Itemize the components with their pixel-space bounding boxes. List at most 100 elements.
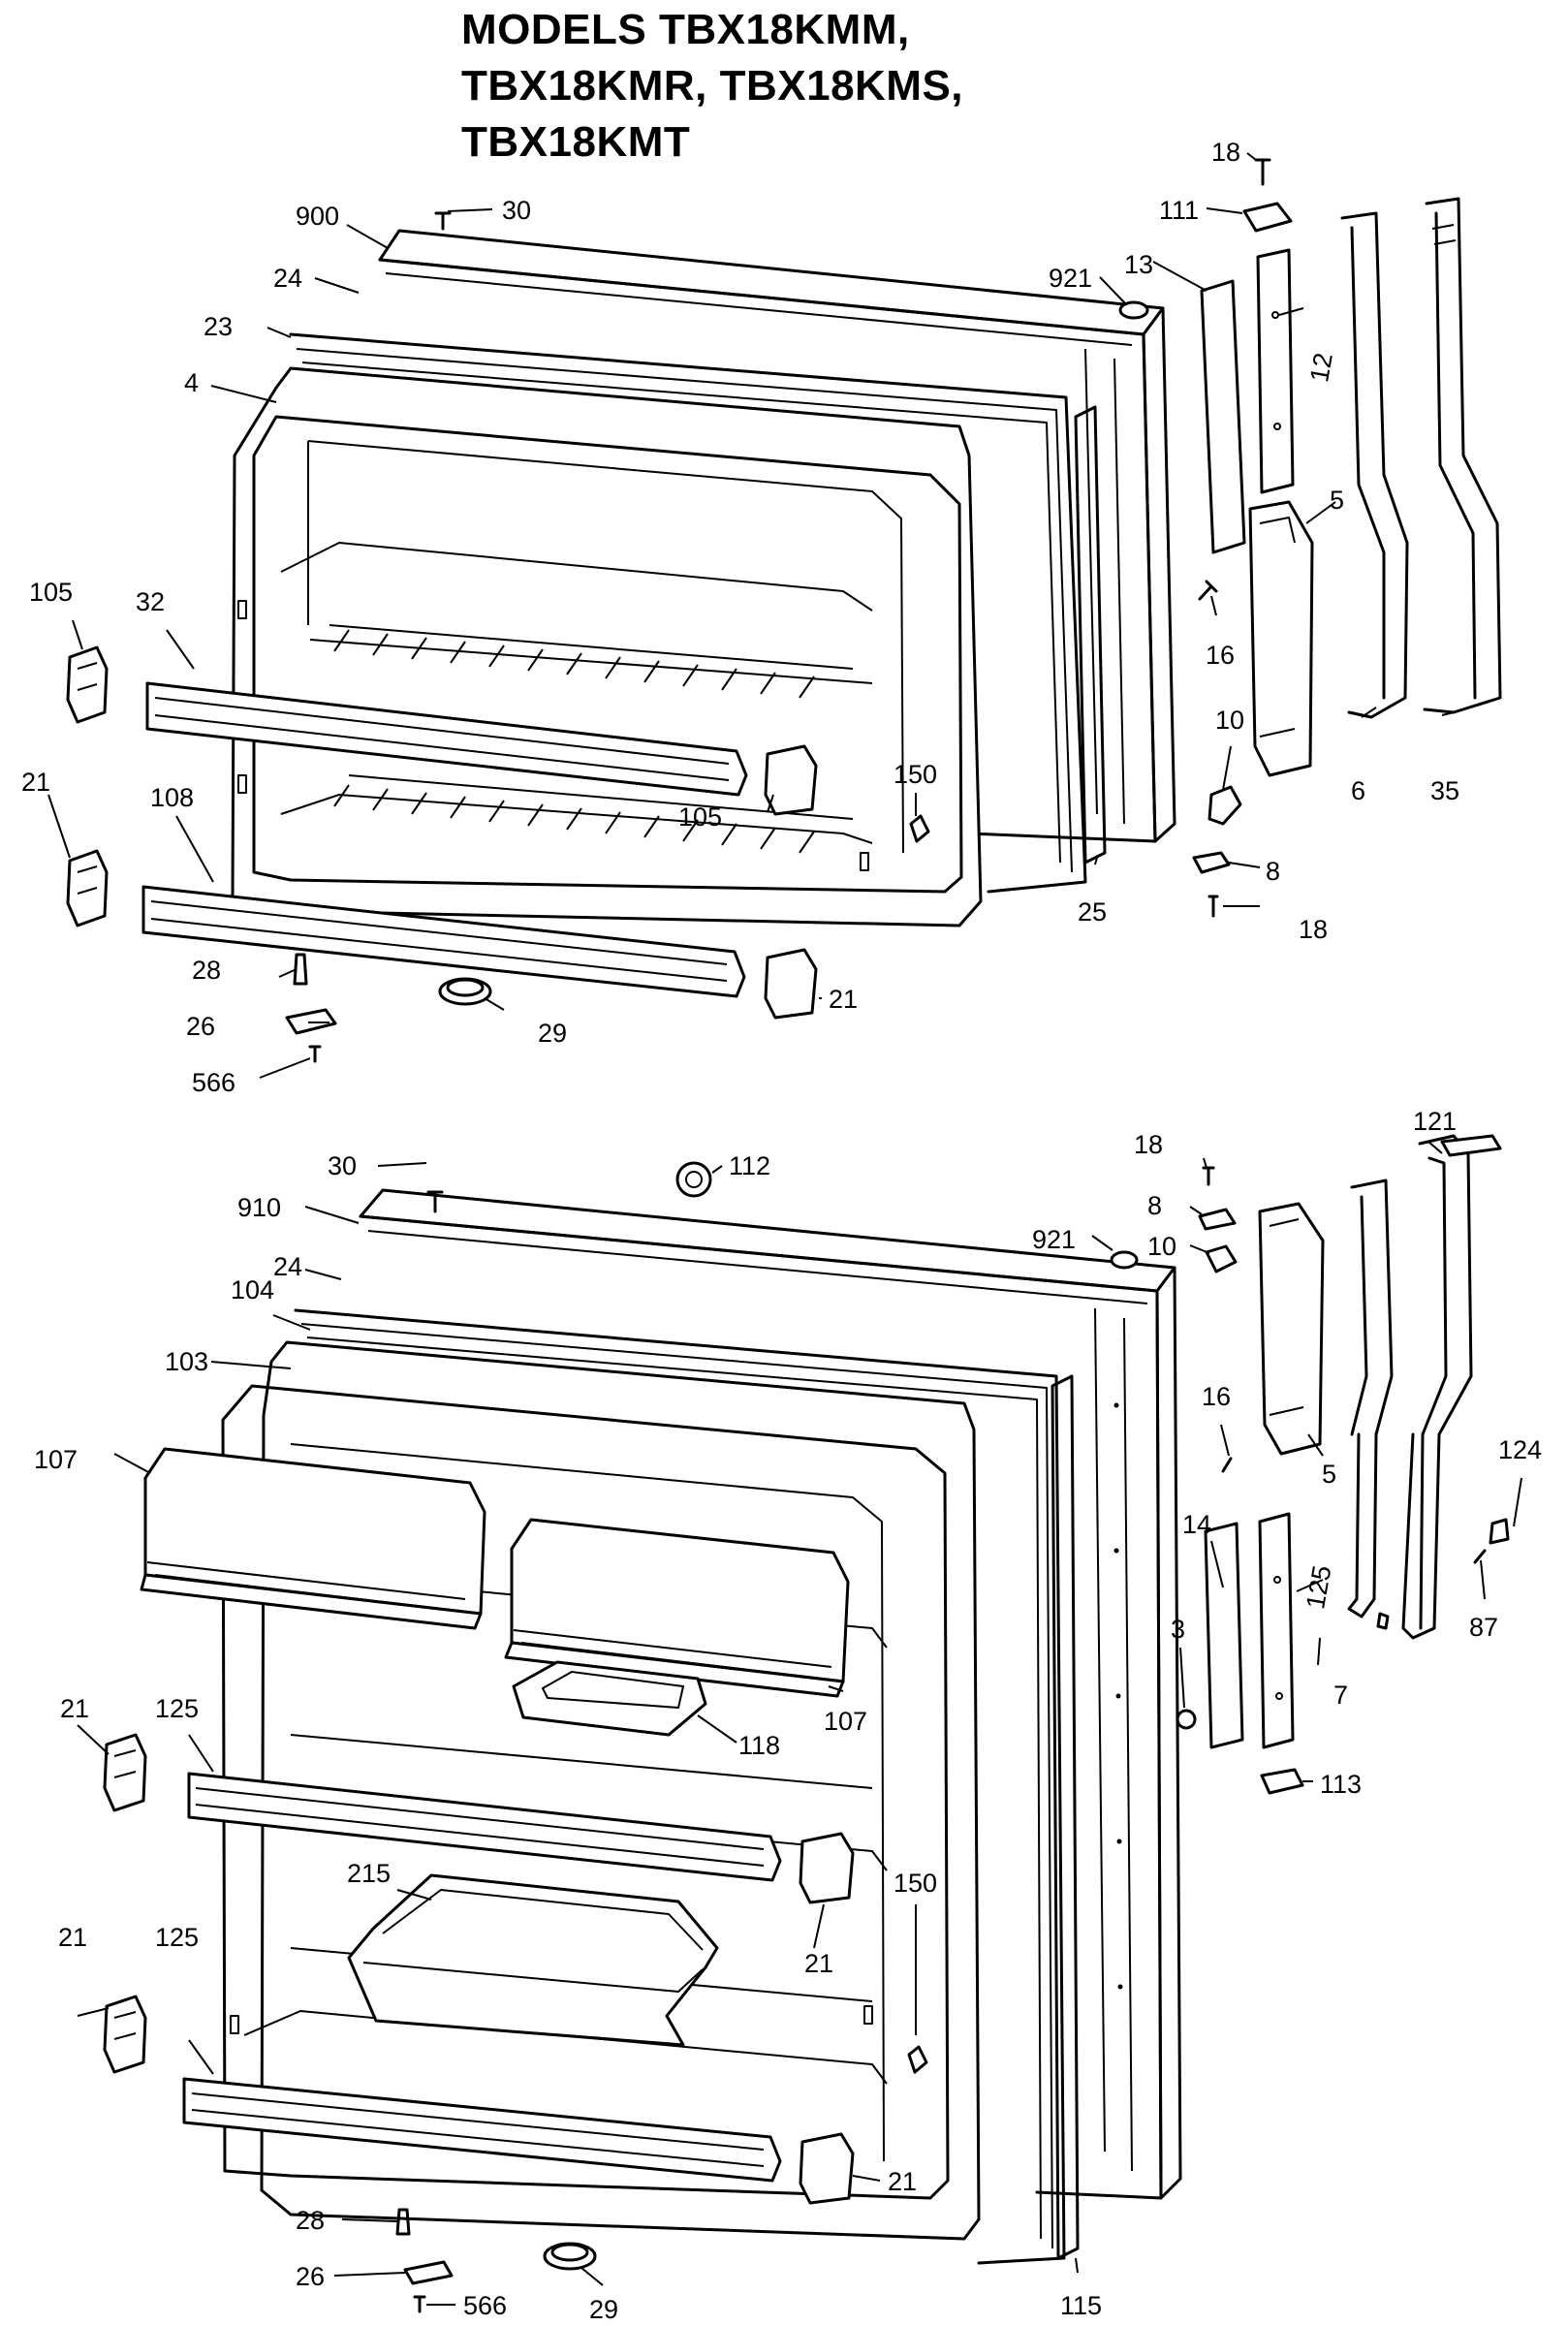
callout-number: 125 [155, 1923, 199, 1952]
callout-number: 21 [21, 768, 50, 797]
callout-number: 150 [894, 1869, 937, 1898]
callout-number: 13 [1124, 250, 1153, 279]
callout-number: 29 [538, 1019, 567, 1048]
callout-number: 23 [204, 312, 233, 341]
screw-icon [1221, 1457, 1233, 1473]
callout-number: 21 [888, 2167, 917, 2196]
callout-number: 921 [1049, 264, 1092, 293]
callout-number: 24 [273, 1252, 302, 1281]
callout-number: 108 [150, 783, 194, 812]
callout-number: 5 [1330, 486, 1344, 515]
callout-number: 566 [463, 2291, 507, 2320]
callout-number: 26 [186, 1012, 215, 1041]
screw-icon [434, 211, 452, 231]
callout-number: 87 [1469, 1613, 1498, 1642]
callout-number: 26 [296, 2262, 325, 2291]
callout-number: 125 [155, 1694, 199, 1723]
dairy-bin [347, 1873, 719, 2047]
fresh-food-outer-door-panel [359, 1188, 1182, 2200]
callout-number: 921 [1032, 1225, 1076, 1254]
callout-number: 30 [502, 196, 531, 225]
callout-number: 5 [1322, 1460, 1336, 1489]
fresh-food-door-gasket [294, 1308, 1066, 2265]
callout-number: 10 [1215, 706, 1244, 735]
freezer-shelf-bar-upper [145, 681, 748, 797]
callout-number: 107 [824, 1707, 867, 1736]
fresh-food-gasket-strip [1051, 1374, 1080, 2260]
callout-number: 112 [729, 1151, 770, 1180]
callout-number: 21 [829, 985, 858, 1014]
callout-number: 105 [29, 578, 73, 607]
callout-number: 7 [1333, 1681, 1348, 1710]
model-title-line-3: TBX18KMT [461, 118, 691, 166]
screw-icon [1254, 158, 1271, 186]
butter-compartment-right [504, 1518, 850, 1698]
screw-icon [413, 2295, 426, 2313]
fresh-food-shelf-retainers [103, 1733, 855, 2205]
callout-number: 107 [34, 1445, 78, 1474]
screw-icon [426, 1190, 444, 1213]
callout-number: 3 [1171, 1615, 1185, 1644]
fresh-food-shelf-bar-lower [182, 2077, 782, 2183]
callout-number: 28 [296, 2206, 325, 2235]
callout-number: 910 [237, 1193, 281, 1222]
callout-number: 35 [1430, 776, 1459, 805]
callout-number: 124 [1498, 1435, 1542, 1464]
callout-number: 150 [894, 760, 937, 789]
callout-number: 29 [589, 2295, 618, 2324]
callout-number: 104 [231, 1275, 274, 1304]
screw-icon [1198, 580, 1218, 601]
callout-number: 125 [1301, 1563, 1336, 1612]
callout-number: 8 [1266, 857, 1280, 886]
egg-tray [512, 1660, 707, 1737]
callout-number: 215 [347, 1859, 391, 1888]
callout-number: 105 [678, 802, 722, 832]
hinge-cap-icon [1242, 202, 1293, 233]
fresh-food-hinge-hardware [1204, 1134, 1502, 1749]
callout-number: 18 [1299, 915, 1328, 944]
callout-number: 10 [1147, 1232, 1176, 1261]
callout-number: 28 [192, 956, 221, 985]
freezer-door-gasket [289, 332, 1087, 894]
callout-number: 900 [296, 202, 339, 231]
callout-number: 18 [1211, 138, 1240, 167]
callout-number: 6 [1351, 776, 1365, 805]
callout-number: 113 [1320, 1770, 1362, 1799]
callout-number: 21 [804, 1949, 833, 1978]
model-title-line-2: TBX18KMR, TBX18KMS, [461, 62, 964, 110]
freezer-shelf-retainers [66, 645, 818, 1020]
freezer-door-liner [231, 366, 983, 927]
butter-compartment-left [140, 1447, 486, 1630]
screw-icon [1202, 1166, 1215, 1186]
callout-number: 21 [60, 1694, 89, 1723]
callout-number: 16 [1206, 641, 1235, 670]
callout-number: 12 [1304, 351, 1338, 385]
callout-number: 103 [165, 1347, 208, 1376]
freezer-shelf-bar-lower [141, 885, 746, 998]
fresh-food-callout-labels: 30 112 18 121 910 24 921 8 10 104 103 10… [34, 1107, 1542, 2324]
plug-icon [1118, 300, 1149, 320]
screw-icon [1207, 895, 1219, 918]
callout-number: 115 [1060, 2291, 1102, 2320]
callout-number: 8 [1147, 1191, 1162, 1220]
callout-number: 566 [192, 1068, 235, 1097]
callout-number: 4 [184, 368, 199, 397]
freezer-hinge-hardware [1200, 197, 1502, 777]
callout-number: 14 [1182, 1510, 1211, 1539]
fresh-food-small-parts [395, 1161, 1510, 2313]
freezer-outer-door-panel [378, 229, 1176, 843]
callout-number: 118 [738, 1731, 780, 1760]
freezer-callout-labels: 30 900 24 23 4 921 18 111 13 12 5 16 10 … [21, 138, 1459, 1097]
callout-number: 30 [328, 1151, 357, 1180]
callout-number: 121 [1413, 1107, 1457, 1136]
freezer-door-assembly [66, 158, 1502, 1063]
fresh-food-shelf-bar-upper [187, 1772, 782, 1882]
callout-number: 21 [58, 1923, 87, 1952]
callout-number: 111 [1159, 196, 1199, 225]
screw-icon [1473, 1549, 1487, 1564]
callout-number: 16 [1202, 1382, 1231, 1411]
callout-number: 25 [1078, 897, 1107, 927]
callout-number: 32 [136, 587, 165, 616]
